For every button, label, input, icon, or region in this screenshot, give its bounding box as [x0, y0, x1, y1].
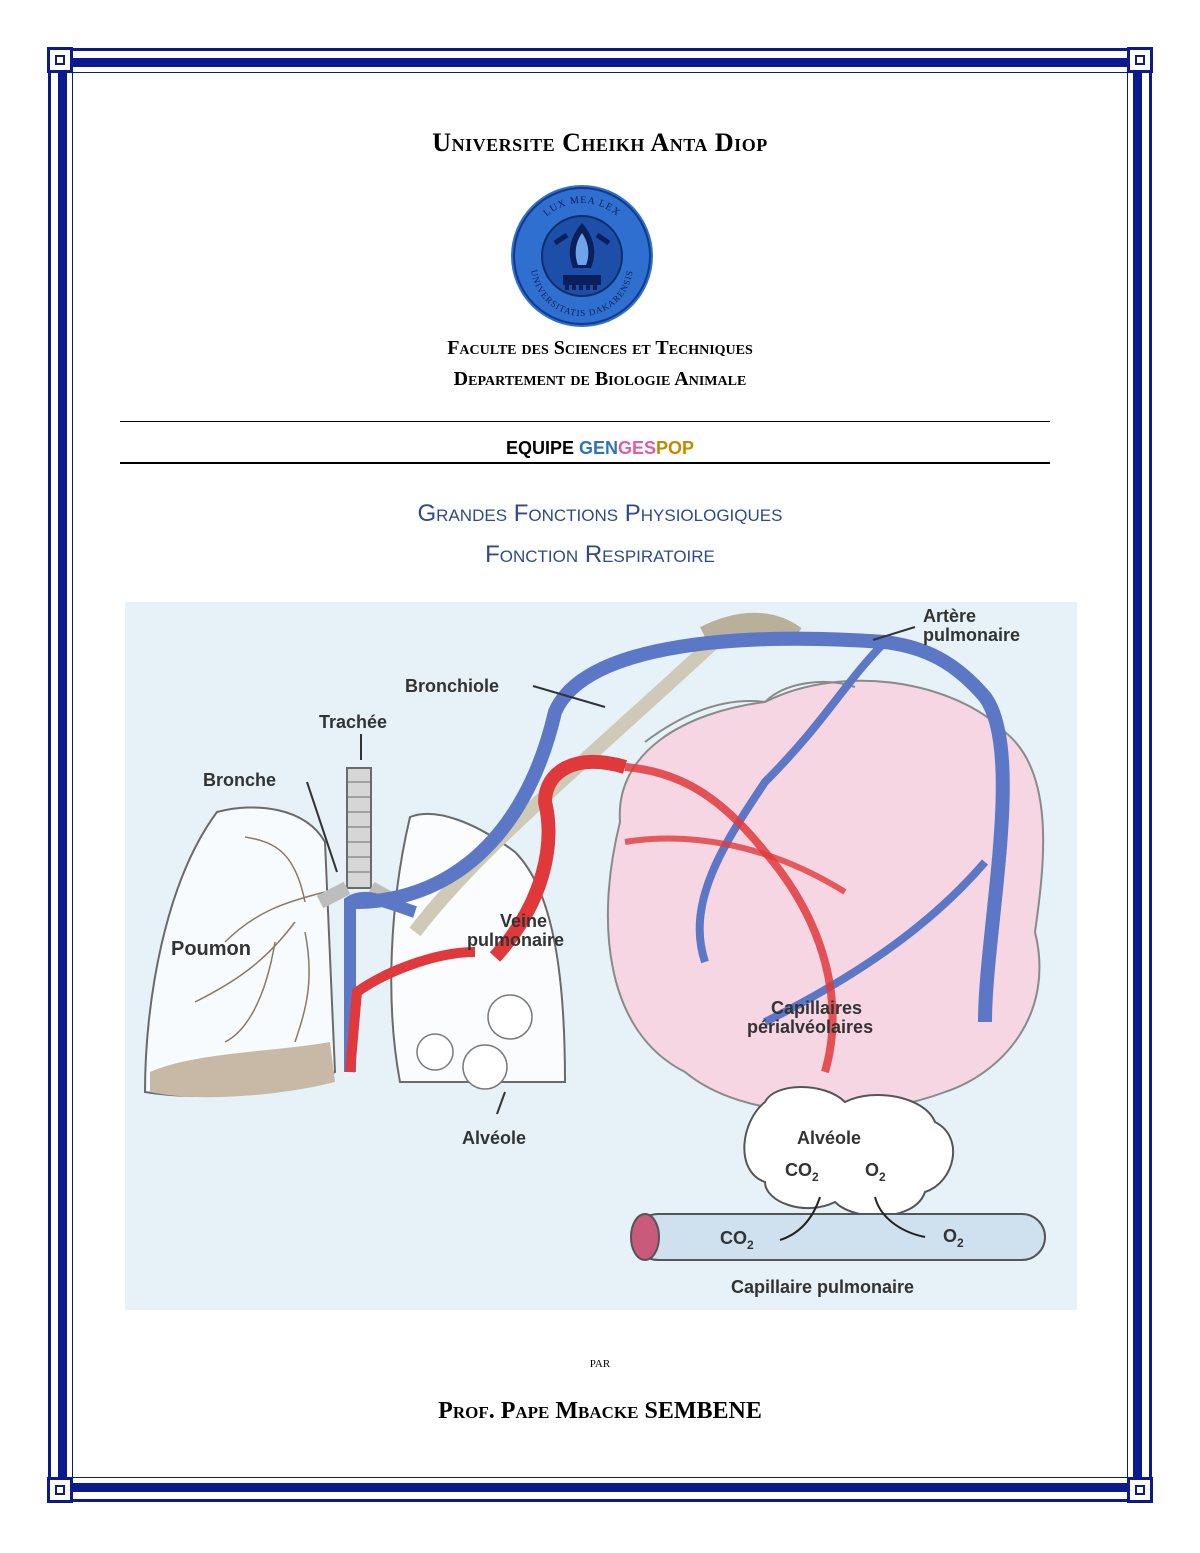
page-border-line: [72, 72, 1128, 1478]
label-trachee: Trachée: [319, 712, 387, 732]
page-border-inner: [58, 58, 1142, 1492]
team-label: EQUIPE GENGESPOP: [0, 438, 1200, 459]
label-artere: Artère: [923, 606, 976, 626]
team-prefix: EQUIPE: [505, 438, 579, 458]
label-co2-top: CO2: [785, 1160, 819, 1184]
label-veine: Veine: [500, 911, 547, 931]
team-pop: POP: [656, 438, 695, 458]
label-co2-bottom: CO2: [720, 1228, 754, 1252]
page-border-outer: [48, 48, 1152, 1502]
border-corner-top-left: [47, 47, 73, 73]
label-o2-top: O2: [865, 1160, 886, 1184]
by-label: par: [589, 1354, 611, 1371]
university-name: Universite Cheikh Anta Diop: [432, 128, 768, 157]
course-title: Grandes Fonctions Physiologiques: [417, 500, 783, 527]
label-capillaires-perialveolaires: périalvéolaires: [747, 1017, 873, 1037]
respiratory-diagram: Artère pulmonaire Bronchiole Trachée Bro…: [125, 602, 1077, 1310]
divider-bottom: [120, 462, 1050, 464]
border-corner-top-right: [1127, 47, 1153, 73]
team-gen: GEN: [578, 438, 618, 458]
divider-top: [120, 421, 1050, 422]
label-alveole-big: Alvéole: [797, 1128, 861, 1148]
label-capillaire-pulmonaire: Capillaire pulmonaire: [731, 1277, 914, 1297]
department-name: Departement de Biologie Animale: [453, 368, 747, 390]
course-subtitle: Fonction Respiratoire: [485, 541, 715, 568]
author-name: Prof. Pape Mbacke SEMBENE: [438, 1398, 762, 1424]
label-o2-bottom: O2: [943, 1226, 964, 1250]
label-bronche: Bronche: [203, 770, 276, 790]
team-ges: GES: [618, 438, 657, 458]
label-artere-pulmonaire: pulmonaire: [923, 625, 1020, 645]
label-poumon: Poumon: [171, 938, 251, 960]
faculty-name: Faculte des Sciences et Techniques: [447, 337, 753, 359]
label-bronchiole: Bronchiole: [405, 676, 499, 696]
label-alveole-small: Alvéole: [462, 1128, 526, 1148]
label-veine-pulmonaire: pulmonaire: [467, 930, 564, 950]
border-corner-bottom-left: [47, 1477, 73, 1503]
university-seal: LUX MEA LEX UNIVERSITATIS DAKARENSIS: [511, 185, 653, 327]
border-corner-bottom-right: [1127, 1477, 1153, 1503]
label-capillaires: Capillaires: [771, 998, 862, 1018]
